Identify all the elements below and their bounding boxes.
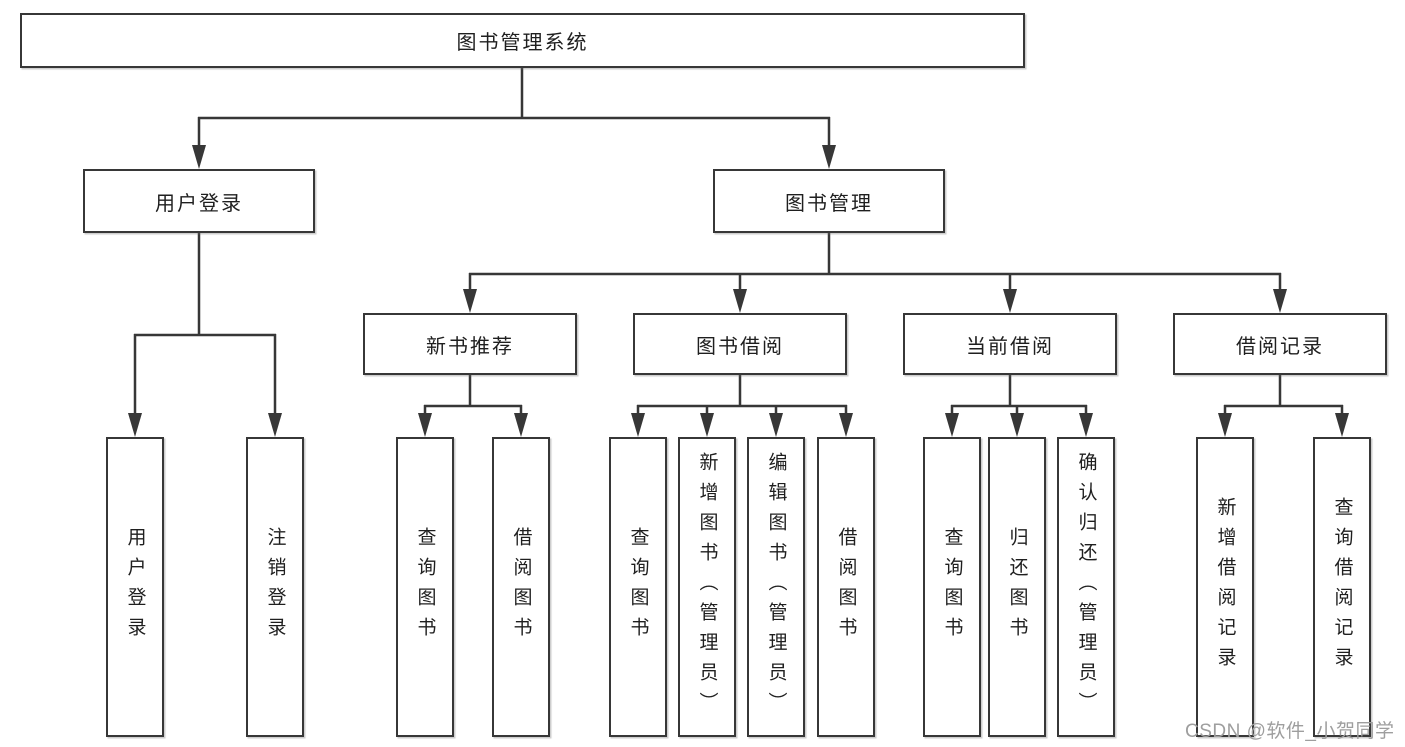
node-label: 注销登录 xyxy=(264,527,286,647)
arrowhead-icon xyxy=(733,289,747,313)
node-label: 图书管理系统 xyxy=(456,32,589,54)
node-label: 借阅记录 xyxy=(1236,335,1324,358)
node-label: 编辑图书（管理员） xyxy=(765,452,787,722)
node-system-root: 图书管理系统 xyxy=(20,13,1025,68)
arrowhead-icon xyxy=(631,413,645,437)
node-borrowing-records: 借阅记录 xyxy=(1173,313,1387,375)
leaf-query-books-borrowing: 查询图书 xyxy=(609,437,667,737)
arrowhead-icon xyxy=(514,413,528,437)
node-label: 归还图书 xyxy=(1006,527,1028,647)
leaf-query-books-recommend: 查询图书 xyxy=(396,437,454,737)
arrowhead-icon xyxy=(700,413,714,437)
arrowhead-icon xyxy=(1218,413,1232,437)
node-book-management: 图书管理 xyxy=(713,169,945,233)
arrowhead-icon xyxy=(1003,289,1017,313)
node-new-book-recommend: 新书推荐 xyxy=(363,313,577,375)
leaf-add-books-admin: 新增图书（管理员） xyxy=(678,437,736,737)
node-label: 查询图书 xyxy=(414,527,436,647)
leaf-logout: 注销登录 xyxy=(246,437,304,737)
node-label: 新增借阅记录 xyxy=(1214,497,1236,677)
leaf-user-login: 用户登录 xyxy=(106,437,164,737)
arrowhead-icon xyxy=(128,413,142,437)
node-label: 新书推荐 xyxy=(426,335,514,358)
leaf-borrow-books-recommend: 借阅图书 xyxy=(492,437,550,737)
node-label: 当前借阅 xyxy=(966,335,1054,358)
leaf-borrow-books: 借阅图书 xyxy=(817,437,875,737)
leaf-return-books: 归还图书 xyxy=(988,437,1046,737)
node-book-borrowing: 图书借阅 xyxy=(633,313,847,375)
node-label: 图书借阅 xyxy=(696,335,784,358)
arrowhead-icon xyxy=(822,145,836,169)
leaf-add-borrow-record: 新增借阅记录 xyxy=(1196,437,1254,737)
node-label: 借阅图书 xyxy=(835,527,857,647)
leaf-query-borrow-record: 查询借阅记录 xyxy=(1313,437,1371,737)
node-user-login: 用户登录 xyxy=(83,169,315,233)
arrowhead-icon xyxy=(1079,413,1093,437)
node-label: 借阅图书 xyxy=(510,527,532,647)
arrowhead-icon xyxy=(1010,413,1024,437)
csdn-watermark: CSDN @软件_小贺同学 xyxy=(1185,721,1395,742)
node-label: 图书管理 xyxy=(785,192,873,215)
node-label: 新增图书（管理员） xyxy=(696,452,718,722)
arrowhead-icon xyxy=(839,413,853,437)
node-label: 查询借阅记录 xyxy=(1331,497,1353,677)
arrowhead-icon xyxy=(463,289,477,313)
node-label: 确认归还（管理员） xyxy=(1075,452,1097,722)
leaf-query-books-current: 查询图书 xyxy=(923,437,981,737)
arrowhead-icon xyxy=(418,413,432,437)
leaf-edit-books-admin: 编辑图书（管理员） xyxy=(747,437,805,737)
arrowhead-icon xyxy=(945,413,959,437)
node-label: 用户登录 xyxy=(155,192,243,215)
node-label: 查询图书 xyxy=(627,527,649,647)
node-label: 用户登录 xyxy=(124,527,146,647)
node-label: 查询图书 xyxy=(941,527,963,647)
arrowhead-icon xyxy=(192,145,206,169)
arrowhead-icon xyxy=(769,413,783,437)
arrowhead-icon xyxy=(268,413,282,437)
arrowhead-icon xyxy=(1335,413,1349,437)
node-current-borrowing: 当前借阅 xyxy=(903,313,1117,375)
arrowhead-icon xyxy=(1273,289,1287,313)
leaf-confirm-return-admin: 确认归还（管理员） xyxy=(1057,437,1115,737)
